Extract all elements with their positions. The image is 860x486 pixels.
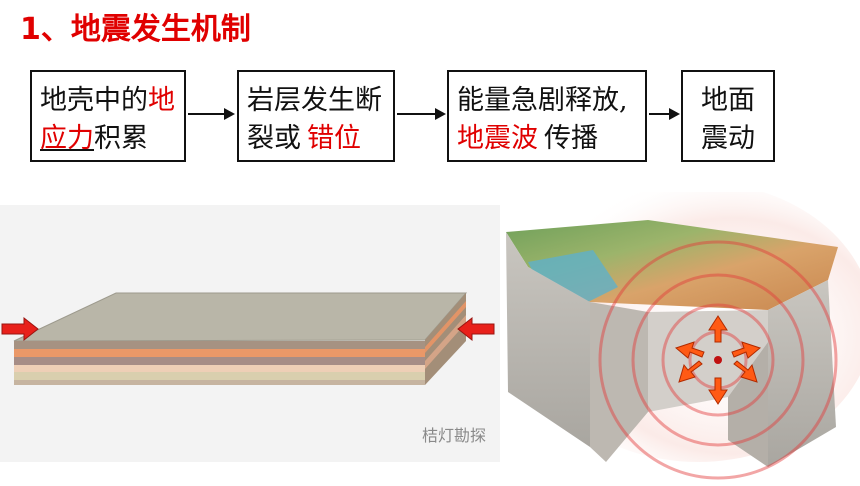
shockwave-arrow-icon <box>674 315 762 405</box>
flow-step-rock-fracture: 岩层发生断 裂或错位 <box>237 70 395 162</box>
flow-keyword: 应力 <box>40 123 94 154</box>
flow-step-line: 地震波传播 <box>457 120 645 158</box>
page-title: 1、地震发生机制 <box>20 12 251 47</box>
flow-text: 裂或 <box>247 123 301 154</box>
flow-step-line: 裂或错位 <box>247 120 393 158</box>
rock-layers-drawing <box>1 292 495 385</box>
rock-layer <box>14 341 425 349</box>
earthquake-block-drawing <box>506 182 860 480</box>
flow-text: 积累 <box>94 123 148 154</box>
rock-face <box>506 232 590 447</box>
rock-layers-illustration: 桔灯勘探 <box>0 205 500 462</box>
watermark: 桔灯勘探 <box>421 426 486 445</box>
arrow-right-icon <box>397 108 446 120</box>
flow-step-line: 地壳中的地 <box>40 82 184 120</box>
flow-keyword: 地 <box>148 85 175 116</box>
flow-step-energy-release: 能量急剧释放, 地震波传播 <box>447 70 647 162</box>
flow-keyword: 地震波 <box>457 123 538 154</box>
rock-top-surface <box>13 292 468 342</box>
seismic-wave-rings <box>598 240 838 480</box>
earthquake-block-illustration <box>498 182 860 486</box>
arrow-right-icon <box>188 108 235 120</box>
flow-text: 传播 <box>544 123 598 154</box>
flow-text: 地壳中的 <box>40 85 148 116</box>
flow-step-stress-accumulation: 地壳中的地 应力积累 <box>30 70 186 162</box>
flow-text: 能量急剧释放, <box>457 85 628 116</box>
flow-text: 岩层发生断 <box>247 85 382 116</box>
rock-layer <box>14 349 425 357</box>
rock-face <box>768 280 836 467</box>
pressure-arrow-icon <box>457 316 495 342</box>
flow-text: 地面 <box>701 85 755 116</box>
arrow-right-icon <box>649 108 680 120</box>
rock-layer <box>14 365 425 372</box>
flow-text: 震动 <box>701 123 755 154</box>
hypocenter-marker <box>714 356 722 364</box>
rock-layer <box>14 372 425 380</box>
flow-keyword: 错位 <box>307 123 361 154</box>
flow-step-ground-shaking: 地面 震动 <box>681 70 775 162</box>
pressure-arrow-icon <box>1 316 39 342</box>
rock-layer <box>14 380 425 385</box>
rock-layer <box>14 357 425 365</box>
flow-step-line: 应力积累 <box>40 120 184 158</box>
